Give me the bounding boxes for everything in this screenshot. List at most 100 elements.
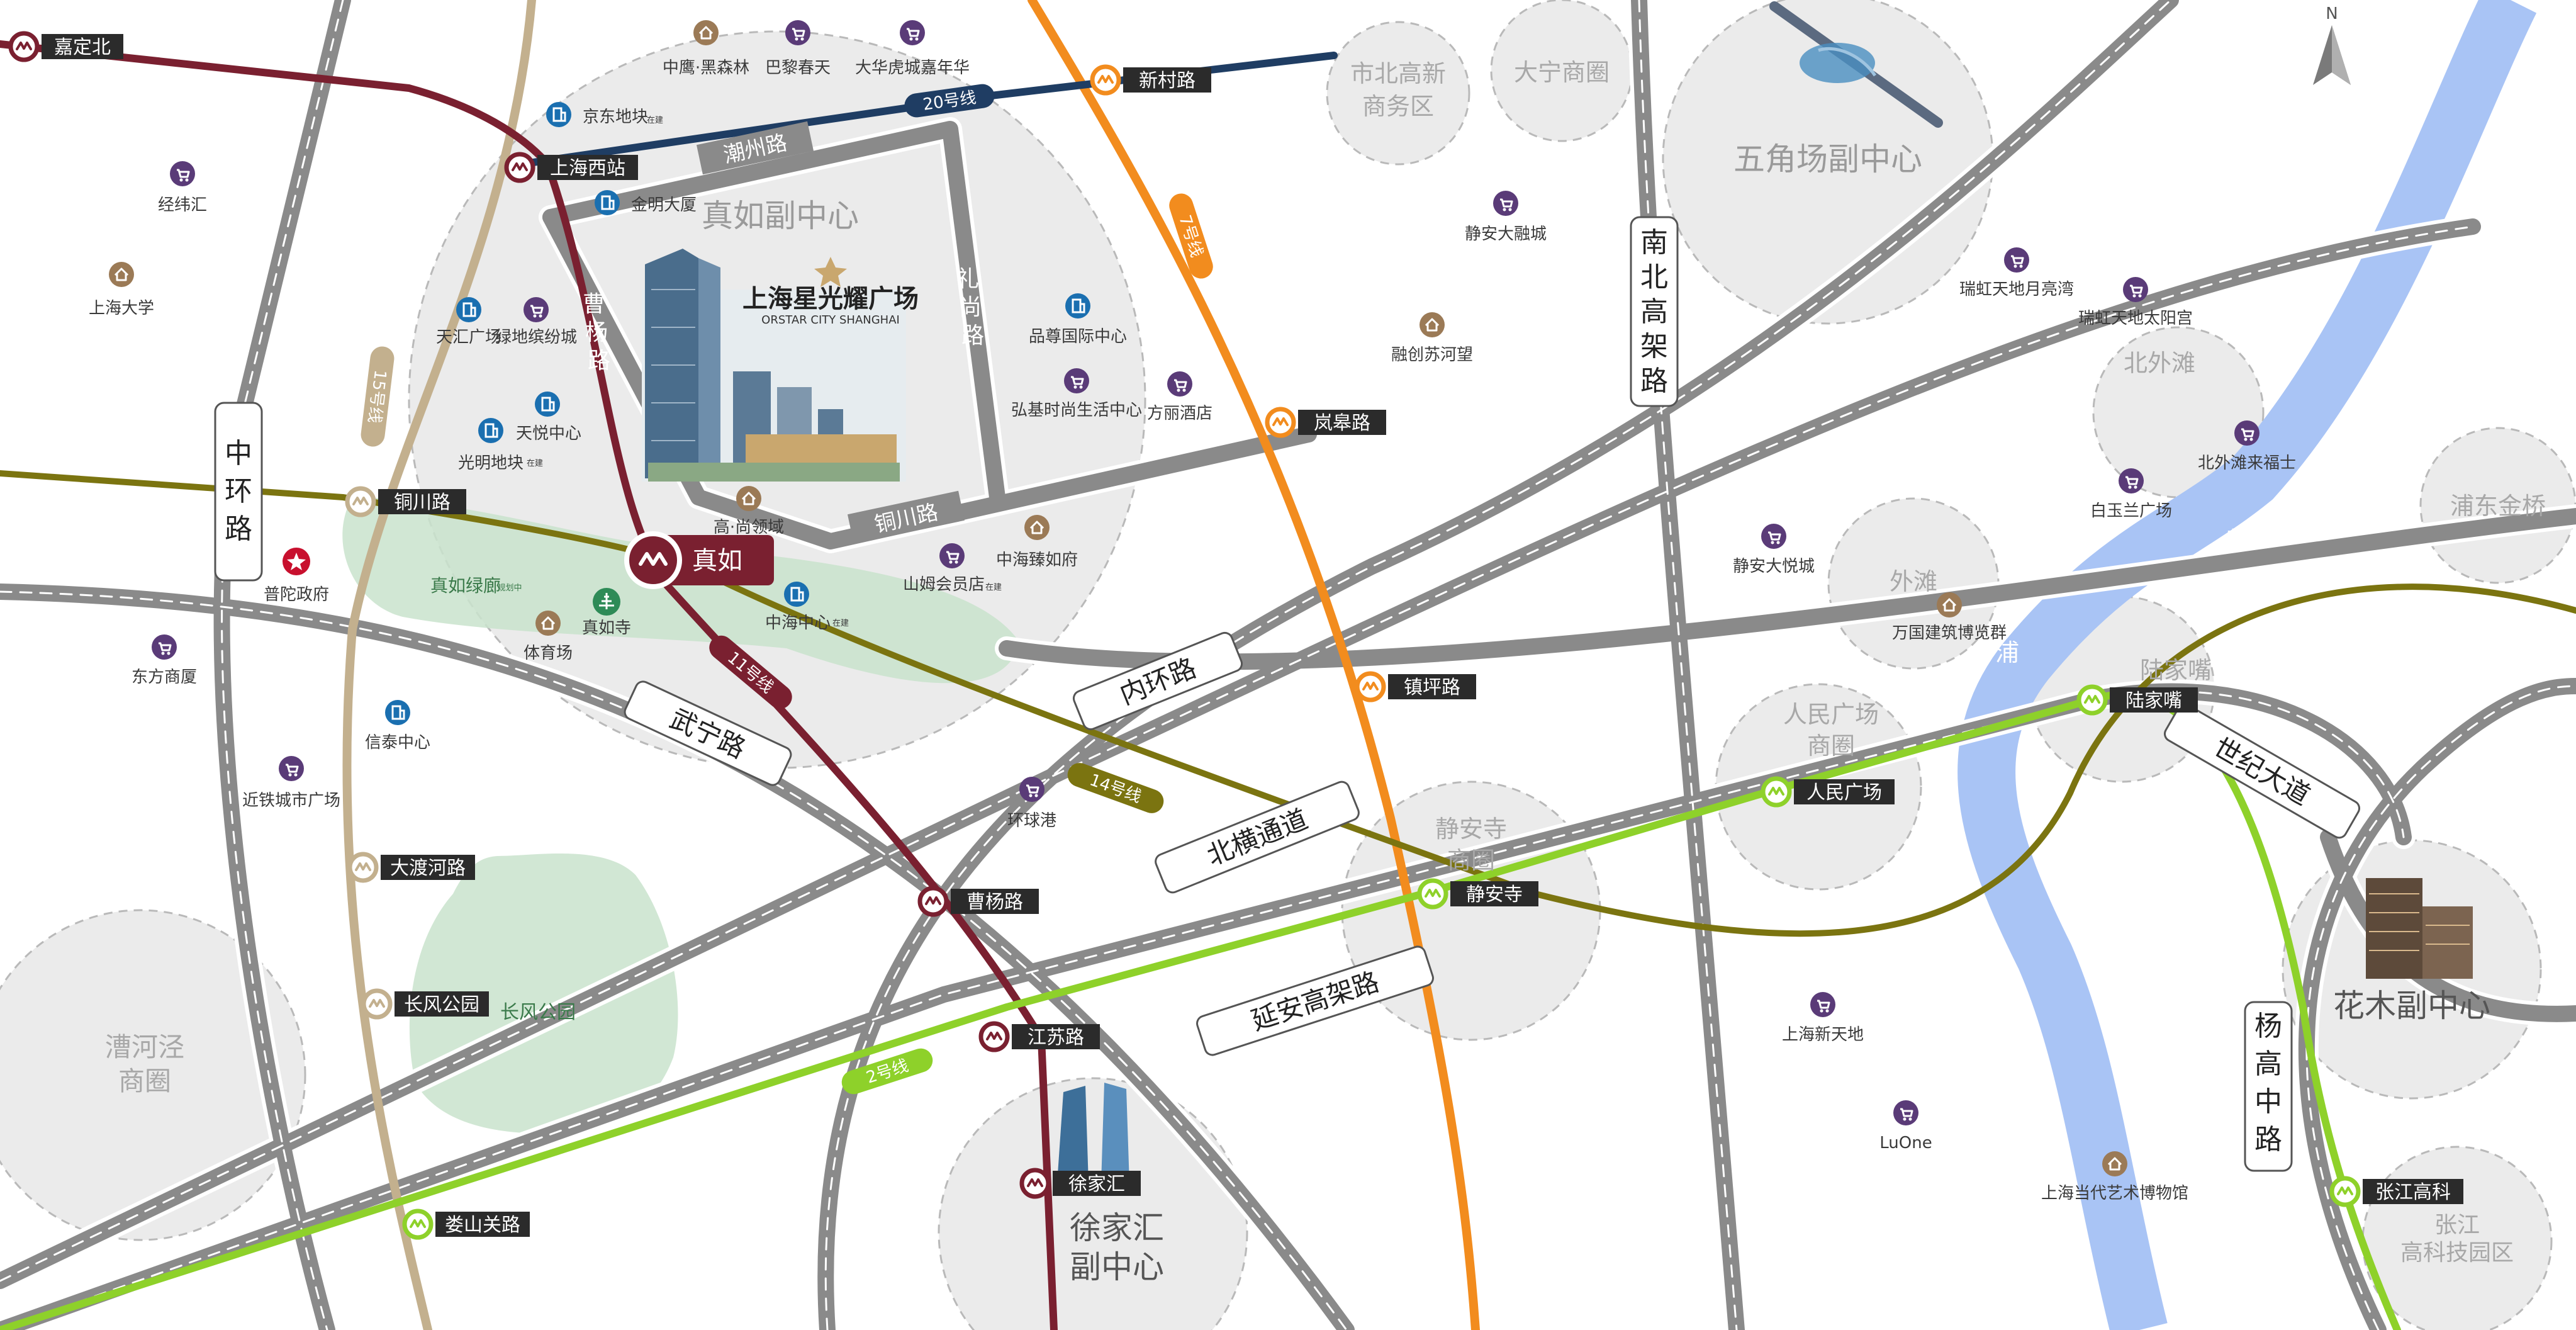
station-xujiahui-icon[interactable] [1022,1170,1048,1197]
metro-logo-icon [639,552,668,566]
poi-tianyue-icon[interactable] [534,390,561,418]
project-station-marker[interactable]: 真如 [624,531,774,589]
temple-icon [599,593,614,609]
station-renminguangchang-label[interactable]: 人民广场 [1806,782,1882,804]
poi-labels: 中鹰·黑森林 巴黎春天 大华虎城嘉年华 京东地块 在建 金明大厦 经纬汇 上海大… [89,59,2296,1203]
poi-zhonghaizhongxin-icon[interactable] [783,580,810,608]
road-yanggao-c1: 杨 [2254,1010,2282,1042]
station-loushanguanlu-icon[interactable] [405,1211,431,1237]
road-nanbei-c3: 高 [1640,296,1668,328]
poi-ruihongtai-icon[interactable] [2122,276,2149,303]
station-tongchuanlu-label[interactable]: 铜川路 [394,492,451,514]
poi-zhongying-icon[interactable] [692,19,720,47]
poi-bali-label: 巴黎春天 [765,59,831,77]
government-star-icon [287,553,306,570]
road-yanggao-tag [2244,1001,2293,1172]
poi-laifushi-label: 北外滩来福士 [2198,454,2296,473]
poi-xintai-icon[interactable] [384,699,412,726]
poi-fangli-label: 方丽酒店 [1147,404,1212,423]
poi-tiyuchang-icon[interactable] [534,609,562,637]
poi-hongji-icon[interactable] [1063,367,1090,395]
poi-huanqiugang-icon[interactable] [1018,775,1046,803]
poi-dahua-icon[interactable] [899,19,926,47]
poi-guangming-note: 在建 [527,459,543,468]
station-zhenpinglu-label[interactable]: 镇坪路 [1404,677,1460,699]
poi-zhonghaizhenru-icon[interactable] [1023,514,1051,541]
poi-lvdi-icon[interactable] [522,296,550,324]
poi-fangli-icon[interactable] [1166,370,1194,398]
station-jiadingbei-label[interactable]: 嘉定北 [54,37,111,59]
road-tongchuan-tag: 铜川路 [847,490,965,544]
station-jingansi-icon[interactable] [1420,881,1446,907]
station-xincunlu-icon[interactable] [1092,67,1119,93]
poi-tianyue-label: 天悦中心 [516,424,581,443]
project-star-icon [814,257,847,287]
poi-gaoshang-icon[interactable] [735,485,763,512]
poi-jingandayue-icon[interactable] [1760,522,1788,550]
station-zhangjianggaoke-label[interactable]: 张江高科 [2375,1181,2451,1203]
station-changfenggongyuan-label[interactable]: 长风公园 [404,994,479,1016]
poi-xintai-label: 信泰中心 [365,733,430,752]
station-langaolu-icon[interactable] [1267,409,1294,436]
poi-rongchuang-label: 融创苏河望 [1391,346,1473,364]
poi-shanmu-icon[interactable] [938,542,966,570]
poi-xintiandi-icon[interactable] [1809,991,1837,1018]
zone-renmin-line1: 人民广场 [1783,701,1879,728]
poi-bailan-icon[interactable] [2117,467,2145,495]
station-shanghaixizhan-icon[interactable] [507,154,533,181]
poi-luone-label: LuOne [1879,1134,1932,1152]
station-langaolu-label[interactable]: 岚皋路 [1314,412,1370,434]
poi-jinming-icon[interactable] [593,189,621,217]
station-caoyanglu-label[interactable]: 曹杨路 [966,891,1023,913]
station-xincunlu-label[interactable]: 新村路 [1139,70,1196,92]
project-logo: 上海星光耀广场 ORSTAR CITY SHANGHAI [742,257,919,327]
poi-jingwei-icon[interactable] [169,160,196,188]
poi-pinzun-icon[interactable] [1064,292,1092,320]
station-daduhelu-icon[interactable] [350,854,376,881]
poi-guangming-icon[interactable] [477,417,505,444]
station-xujiahui-label[interactable]: 徐家汇 [1068,1173,1125,1195]
poi-tianhui-icon[interactable] [455,296,483,324]
poi-wanguo-icon[interactable] [1935,591,1963,619]
poi-jintie-icon[interactable] [277,755,305,782]
station-jiangsulu-icon[interactable] [981,1023,1007,1050]
station-zhenpinglu-icon[interactable] [1357,673,1384,700]
zone-zhangjiang-line2: 高科技园区 [2400,1240,2514,1266]
station-tongchuanlu-icon[interactable] [347,488,374,515]
poi-jinming-label: 金明大厦 [631,196,697,215]
station-jingansi-label[interactable]: 静安寺 [1466,884,1523,906]
station-loushanguanlu-label[interactable]: 娄山关路 [445,1214,520,1236]
station-shanghaixizhan-label[interactable]: 上海西站 [550,157,625,179]
poi-zhonghaizhenru-label: 中海臻如府 [996,551,1078,570]
poi-bailan-label: 白玉兰广场 [2090,502,2172,521]
zone-jingansi-line1: 静安寺 [1435,815,1507,843]
poi-ruihongyue-icon[interactable] [2003,246,2030,274]
poi-rongchuang-icon[interactable] [1418,311,1446,339]
poi-bali-icon[interactable] [784,19,812,47]
station-daduhelu-label[interactable]: 大渡河路 [390,857,466,879]
line-20-tag: 20号线 [904,84,995,118]
station-changfenggongyuan-icon[interactable] [364,991,390,1017]
poi-jingdong-label: 京东地块 [583,108,648,127]
station-lujiazui-icon[interactable] [2079,687,2105,713]
station-jiadingbei-icon[interactable] [11,33,37,60]
zone-jingansi-line2: 商圈 [1447,847,1495,874]
station-zhangjianggaoke-icon[interactable] [2332,1178,2358,1205]
poi-laifushi-icon[interactable] [2233,419,2261,447]
station-renminguangchang-icon[interactable] [1763,779,1789,805]
poi-ruihongyue-label: 瑞虹天地月亮湾 [1959,280,2074,299]
station-caoyanglu-icon[interactable] [920,888,946,915]
zone-shibei-line2: 商务区 [1362,93,1434,120]
station-lujiazui-label[interactable]: 陆家嘴 [2125,690,2182,712]
poi-shanghaidaxue-icon[interactable] [108,261,135,288]
poi-jingandarong-icon[interactable] [1492,189,1520,217]
poi-jingdong-icon[interactable] [545,101,573,128]
road-nanbei-c5: 路 [1640,365,1668,397]
river-char-1: 黄 [2225,527,2249,555]
poi-luone-icon[interactable] [1892,1099,1920,1127]
zone-daning-label: 大宁商圈 [1514,59,1610,86]
poi-dangdai-icon[interactable] [2101,1150,2129,1178]
station-jiangsulu-label[interactable]: 江苏路 [1028,1027,1084,1049]
poi-dongfang-icon[interactable] [150,633,178,661]
line-tags: 20号线 7号线 15号线 11号线 14号线 2号线 [361,84,1213,1095]
